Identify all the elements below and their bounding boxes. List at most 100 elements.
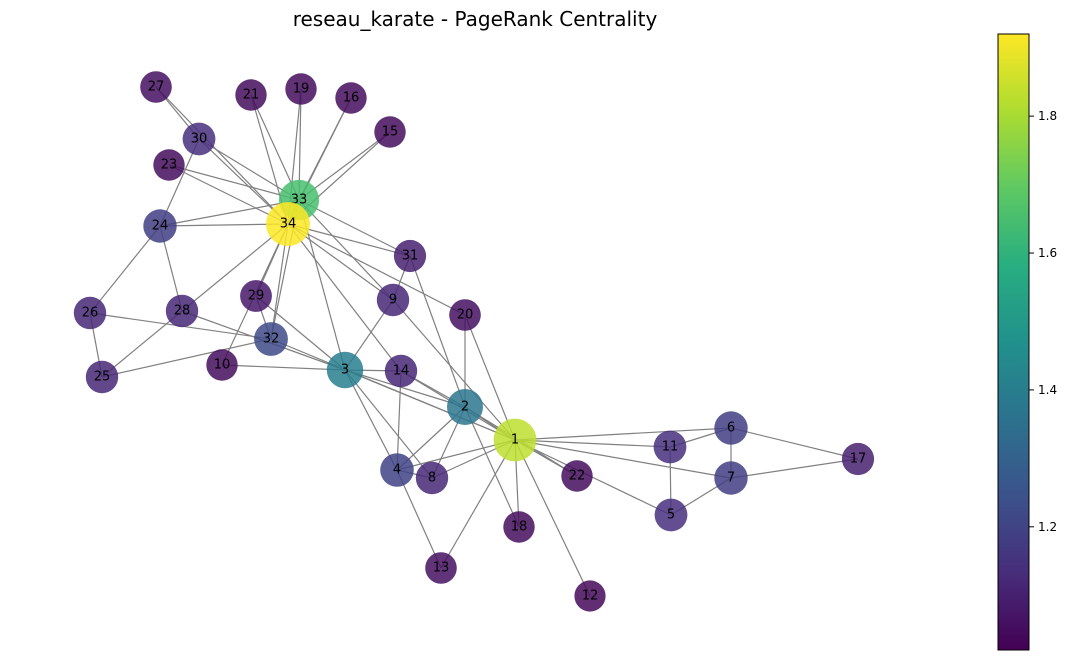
node-circle-20 (449, 299, 481, 331)
colorbar-tick-label: 1.6 (1038, 246, 1057, 260)
node-circle-15 (374, 116, 406, 148)
node-circle-9 (376, 283, 410, 317)
node-label-18: 18 (511, 520, 528, 535)
node-circle-18 (503, 511, 535, 543)
node-circle-14 (384, 354, 418, 388)
node-circle-11 (653, 430, 687, 464)
edges-layer (89, 86, 859, 597)
node-30: 30 (182, 122, 216, 156)
node-circle-6 (714, 411, 748, 445)
node-27: 27 (140, 71, 172, 103)
edge-3-29 (255, 295, 346, 371)
node-label-26: 26 (82, 306, 99, 321)
node-5: 5 (654, 498, 688, 532)
node-20: 20 (449, 299, 481, 331)
node-circle-30 (182, 122, 216, 156)
edge-1-5 (514, 439, 672, 516)
edge-1-9 (392, 299, 516, 441)
node-circle-25 (85, 360, 119, 394)
edge-1-6 (514, 427, 732, 441)
node-label-6: 6 (727, 421, 735, 436)
node-label-19: 19 (293, 82, 310, 97)
node-circle-13 (425, 552, 457, 584)
node-circle-3 (326, 351, 364, 389)
node-2: 2 (447, 389, 483, 425)
edge-31-33 (298, 199, 411, 257)
node-24: 24 (143, 209, 177, 243)
node-26: 26 (73, 296, 107, 330)
node-21: 21 (235, 79, 267, 111)
node-circle-17 (841, 442, 875, 476)
node-circle-10 (206, 349, 238, 381)
node-34: 34 (266, 202, 310, 246)
node-label-9: 9 (389, 293, 397, 308)
node-3: 3 (326, 351, 364, 389)
node-circle-19 (285, 73, 317, 105)
node-label-17: 17 (850, 452, 867, 467)
edge-7-17 (730, 458, 859, 479)
node-7: 7 (714, 461, 748, 495)
edge-6-17 (730, 427, 859, 460)
node-label-12: 12 (582, 589, 599, 604)
node-6: 6 (714, 411, 748, 445)
node-label-1: 1 (511, 433, 519, 448)
edge-20-34 (287, 223, 466, 316)
node-29: 29 (240, 280, 272, 312)
node-28: 28 (165, 294, 199, 328)
node-circle-29 (240, 280, 272, 312)
nodes-layer: 1234567891011121314151617181920212223242… (73, 71, 875, 612)
node-label-3: 3 (341, 363, 349, 378)
node-label-2: 2 (461, 400, 469, 415)
edge-23-34 (168, 164, 289, 225)
node-circle-8 (415, 461, 449, 495)
node-13: 13 (425, 552, 457, 584)
node-circle-26 (73, 296, 107, 330)
node-label-25: 25 (94, 370, 111, 385)
edge-23-33 (168, 164, 300, 201)
colorbar-tick-label: 1.4 (1038, 383, 1057, 397)
node-label-5: 5 (667, 508, 675, 523)
node-23: 23 (153, 149, 185, 181)
node-label-22: 22 (569, 469, 586, 484)
node-circle-24 (143, 209, 177, 243)
colorbar-tick-label: 1.8 (1038, 109, 1057, 123)
node-32: 32 (254, 322, 288, 356)
edge-3-10 (221, 364, 346, 371)
node-19: 19 (285, 73, 317, 105)
edge-1-20 (464, 314, 516, 441)
colorbar: 1.21.41.61.8 (997, 33, 1057, 651)
node-8: 8 (415, 461, 449, 495)
node-circle-2 (447, 389, 483, 425)
edge-1-12 (514, 439, 591, 597)
node-circle-22 (561, 460, 593, 492)
chart-title: reseau_karate - PageRank Centrality (293, 7, 658, 31)
edge-25-28 (101, 310, 183, 378)
edge-27-34 (155, 86, 289, 225)
node-label-29: 29 (248, 289, 265, 304)
edge-1-11 (514, 439, 671, 448)
node-17: 17 (841, 442, 875, 476)
node-label-27: 27 (148, 80, 165, 95)
node-16: 16 (335, 82, 367, 114)
node-11: 11 (653, 430, 687, 464)
node-label-28: 28 (174, 304, 191, 319)
edge-3-4 (344, 369, 398, 471)
node-9: 9 (376, 283, 410, 317)
node-circle-7 (714, 461, 748, 495)
node-label-31: 31 (402, 249, 419, 264)
node-4: 4 (380, 453, 414, 487)
node-31: 31 (393, 239, 427, 273)
edge-2-31 (409, 255, 466, 408)
node-circle-4 (380, 453, 414, 487)
edge-1-32 (270, 338, 516, 441)
edge-1-13 (440, 439, 516, 569)
node-circle-21 (235, 79, 267, 111)
edge-28-34 (181, 223, 289, 312)
node-label-11: 11 (662, 440, 679, 455)
edge-9-33 (298, 199, 394, 301)
edge-3-8 (344, 369, 433, 479)
node-label-34: 34 (280, 217, 297, 232)
edge-1-7 (514, 439, 732, 479)
node-circle-16 (335, 82, 367, 114)
